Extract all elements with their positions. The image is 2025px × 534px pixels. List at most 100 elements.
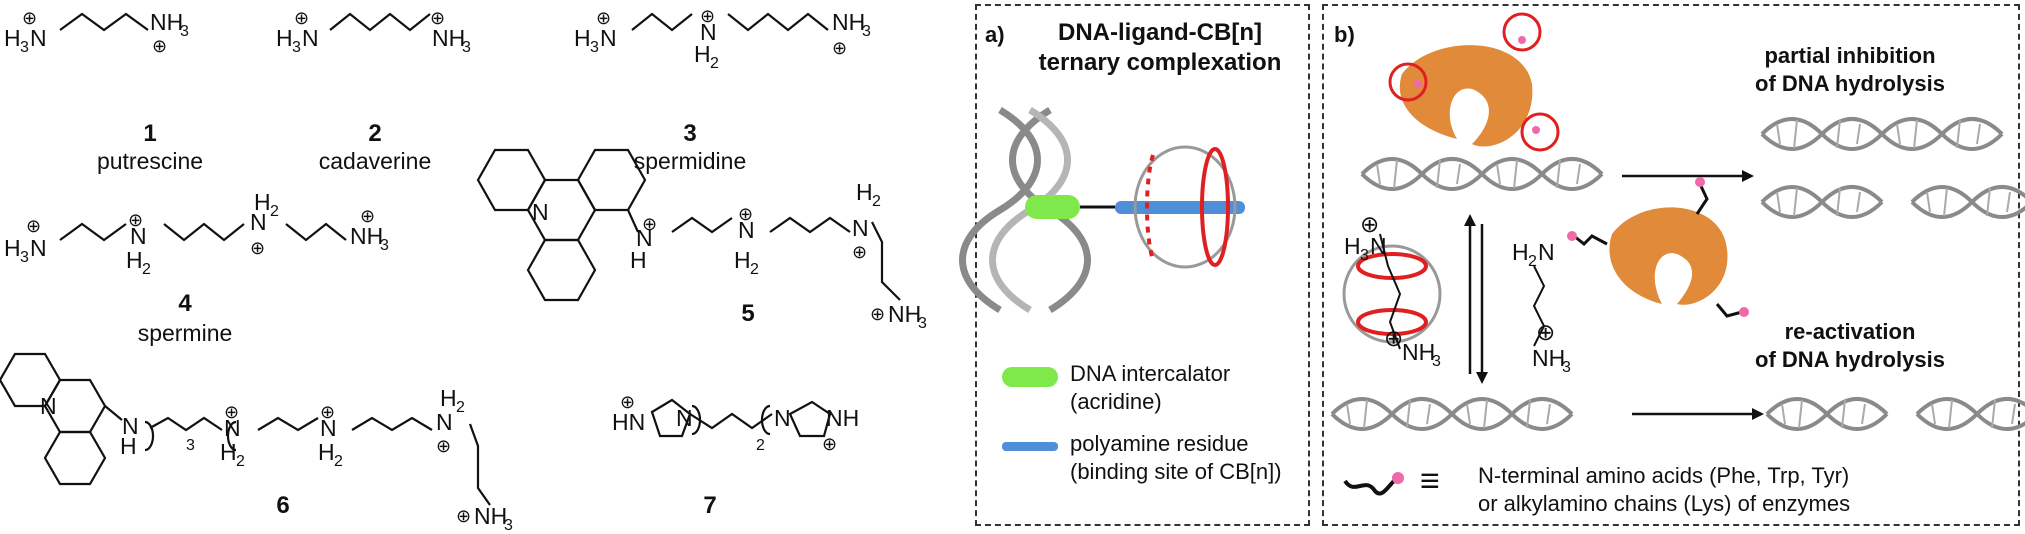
svg-text:⊕: ⊕: [152, 36, 167, 56]
svg-text:⊕: ⊕: [738, 204, 753, 224]
svg-text:N: N: [1538, 239, 1555, 265]
svg-text:H: H: [220, 439, 237, 465]
svg-text:3: 3: [1360, 247, 1369, 264]
svg-text:3: 3: [862, 23, 871, 40]
svg-text:N: N: [224, 415, 241, 441]
svg-text:N: N: [30, 235, 47, 261]
compound-name-3: spermidine: [633, 148, 747, 174]
svg-text:H: H: [694, 41, 711, 67]
svg-text:N: N: [532, 199, 549, 225]
panel-a-title-line2: ternary complexation: [1038, 49, 1282, 76]
svg-text:N: N: [600, 25, 617, 51]
svg-text:N: N: [122, 413, 139, 439]
compound-number-6: 6: [276, 492, 290, 519]
panel-b: [1322, 4, 2020, 526]
svg-text:N: N: [774, 405, 791, 431]
svg-text:3: 3: [380, 237, 389, 254]
panel-a-title-line1: DNA-ligand-CB[n]: [1058, 19, 1262, 46]
svg-text:NH: NH: [1402, 339, 1435, 365]
svg-text:3: 3: [462, 39, 471, 56]
inhibition-title-line2: of DNA hydrolysis: [1755, 71, 1945, 96]
svg-text:NH: NH: [1532, 345, 1565, 371]
legend-polyamine-line1: polyamine residue: [1070, 431, 1249, 456]
svg-text:NH: NH: [474, 503, 507, 529]
svg-text:⊕: ⊕: [700, 6, 715, 26]
equivalence-symbol: ≡: [1420, 462, 1440, 500]
panel-a-label: a): [985, 22, 1005, 47]
svg-text:NH: NH: [150, 9, 183, 35]
svg-text:3: 3: [504, 517, 513, 534]
inhibition-title-line1: partial inhibition: [1764, 43, 1936, 68]
svg-text:⊕: ⊕: [852, 242, 867, 262]
svg-text:HN: HN: [612, 409, 645, 435]
svg-text:2: 2: [710, 55, 719, 72]
svg-text:N: N: [852, 215, 869, 241]
svg-text:H: H: [440, 385, 457, 411]
legend-swatch-polyamine: [1002, 442, 1058, 451]
svg-text:NH: NH: [432, 25, 465, 51]
svg-text:N: N: [30, 25, 47, 51]
svg-text:H: H: [1512, 239, 1529, 265]
svg-text:3: 3: [1562, 359, 1571, 376]
svg-text:⊕: ⊕: [436, 436, 451, 456]
reactivation-title-line1: re-activation: [1784, 319, 1916, 344]
svg-text:2: 2: [456, 399, 465, 416]
svg-text:⊕: ⊕: [1360, 211, 1379, 237]
svg-text:N: N: [40, 393, 57, 419]
acridine-bar: [1025, 195, 1080, 219]
svg-text:N: N: [302, 25, 319, 51]
svg-text:⊕: ⊕: [360, 206, 375, 226]
svg-text:⊕: ⊕: [224, 402, 239, 422]
svg-text:H: H: [856, 179, 873, 205]
svg-text:3: 3: [180, 23, 189, 40]
cb-with-guest: [1342, 244, 1442, 344]
svg-text:H: H: [254, 189, 271, 215]
panel-b-legend-line2: or alkylamino chains (Lys) of enzymes: [1478, 491, 1851, 516]
ternary-complex-illustration: [959, 106, 1245, 314]
svg-text:2: 2: [756, 437, 765, 454]
svg-text:NH: NH: [832, 9, 865, 35]
svg-text:2: 2: [334, 453, 343, 470]
svg-text:⊕: ⊕: [596, 8, 611, 28]
legend-intercalator-line2: (acridine): [1070, 389, 1162, 414]
svg-text:N: N: [738, 217, 755, 243]
compound-number-3: 3: [683, 120, 697, 147]
compound-number-4: 4: [178, 290, 192, 317]
enzyme-shape: [1399, 45, 1533, 147]
svg-text:N: N: [320, 415, 337, 441]
enzyme-chain-symbol: [1343, 472, 1404, 496]
svg-text:⊕: ⊕: [250, 238, 265, 258]
svg-text:3: 3: [20, 249, 29, 266]
svg-text:3: 3: [186, 437, 195, 454]
svg-text:3: 3: [292, 39, 301, 56]
svg-text:H: H: [734, 247, 751, 273]
svg-text:H: H: [120, 433, 137, 459]
svg-text:3: 3: [590, 39, 599, 56]
svg-text:H: H: [276, 25, 293, 51]
panel-b-label: b): [1334, 22, 1355, 47]
svg-text:NH: NH: [826, 405, 859, 431]
compound-number-5: 5: [741, 300, 755, 327]
svg-text:3: 3: [1432, 353, 1441, 370]
svg-text:⊕: ⊕: [642, 214, 657, 234]
compound-number-7: 7: [703, 492, 717, 519]
legend-swatch-intercalator: [1002, 367, 1058, 387]
svg-text:NH: NH: [350, 223, 383, 249]
svg-text:⊕: ⊕: [128, 210, 143, 230]
compound-name-4: spermine: [137, 320, 233, 346]
svg-text:H: H: [574, 25, 591, 51]
svg-text:N: N: [700, 19, 717, 45]
svg-text:2: 2: [872, 193, 881, 210]
svg-text:2: 2: [142, 261, 151, 278]
svg-text:H: H: [126, 247, 143, 273]
svg-text:H: H: [1344, 233, 1361, 259]
svg-text:N: N: [1370, 233, 1387, 259]
svg-text:⊕: ⊕: [1536, 319, 1555, 345]
atom-h3n: H: [4, 25, 21, 51]
svg-text:H: H: [4, 235, 21, 261]
reactivation-title-line2: of DNA hydrolysis: [1755, 347, 1945, 372]
compound-number-2: 2: [368, 120, 382, 147]
compound-number-1: 1: [143, 120, 157, 147]
